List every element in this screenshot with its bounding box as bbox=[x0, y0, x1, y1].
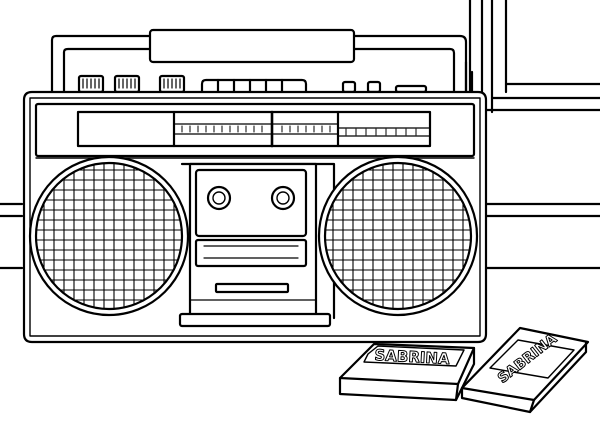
knob-icon bbox=[158, 74, 186, 94]
knob-icon bbox=[77, 74, 105, 94]
piano-keys bbox=[200, 78, 308, 94]
bottom-slot bbox=[178, 312, 332, 328]
cassette-deck bbox=[188, 162, 318, 320]
tape-reel-left bbox=[206, 185, 232, 211]
antenna-base bbox=[464, 60, 474, 94]
top-switches bbox=[341, 80, 428, 94]
top-knobs bbox=[77, 74, 186, 94]
tuner-display bbox=[76, 110, 432, 148]
tape-reel-right bbox=[270, 185, 296, 211]
right-speaker bbox=[317, 155, 479, 317]
window-frame bbox=[468, 0, 600, 114]
knob-icon bbox=[113, 74, 141, 94]
tuner-ticks bbox=[181, 125, 417, 136]
carry-handle bbox=[50, 28, 468, 94]
shelf-lines bbox=[0, 202, 600, 270]
cassette-box-1: SABRINA bbox=[338, 342, 476, 402]
cassette-label-1: SABRINA bbox=[374, 346, 450, 368]
left-speaker bbox=[28, 155, 190, 317]
